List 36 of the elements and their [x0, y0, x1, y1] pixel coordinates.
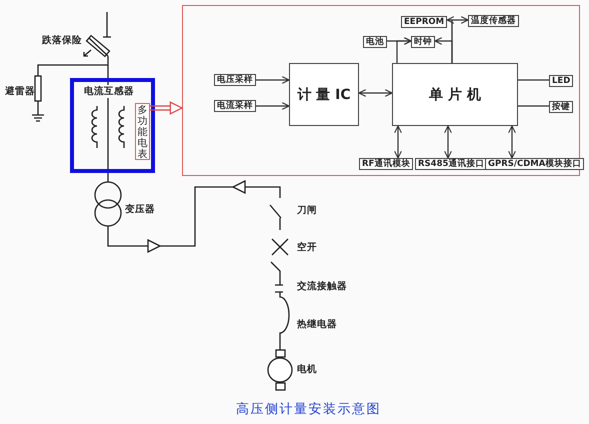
chip-box: 计 量 IC: [289, 63, 359, 126]
arrow: [508, 125, 516, 159]
module-box: 温度传感器: [468, 15, 519, 27]
module-box: 按键: [549, 101, 573, 113]
arrow: [256, 102, 290, 110]
arrow: [396, 36, 412, 63]
arrester-label: 避雷器: [5, 86, 35, 98]
transformer-box: [70, 78, 155, 173]
module-box: LED: [549, 75, 574, 87]
arrow: [444, 125, 452, 159]
module-box: RF通讯模块: [359, 158, 414, 170]
chip-box: 单 片 机: [392, 63, 518, 126]
relay-label: 热继电器: [297, 319, 337, 331]
module-box: 电流采样: [214, 100, 256, 112]
connector-line: [518, 79, 549, 81]
box-heading: 电流互感器: [84, 85, 134, 98]
diagram-title: 高压侧计量安装示意图: [235, 401, 382, 418]
module-box: 电池: [363, 36, 387, 48]
module-box: 电压采样: [214, 74, 256, 86]
arrow: [394, 125, 402, 159]
motor-label: 电机: [297, 364, 317, 376]
module-box: GPRS/CDMA模块接口: [485, 158, 584, 170]
fuse-label: 跌落保险: [42, 35, 82, 47]
connector-line: [518, 105, 549, 107]
switch-label: 刀闸: [297, 205, 317, 217]
meter-box: 多功能电表: [135, 103, 150, 160]
module-box: 时钟: [411, 36, 435, 48]
module-box: RS485通讯接口: [415, 158, 488, 170]
arrow: [451, 16, 469, 63]
switch-label: 空开: [297, 242, 317, 254]
arrow: [358, 88, 393, 98]
module-box: EEPROM: [401, 16, 448, 28]
arrow: [149, 102, 183, 114]
transformer-label: 变压器: [125, 204, 155, 216]
contactor-label: 交流接触器: [297, 281, 347, 293]
arrow: [256, 76, 290, 84]
